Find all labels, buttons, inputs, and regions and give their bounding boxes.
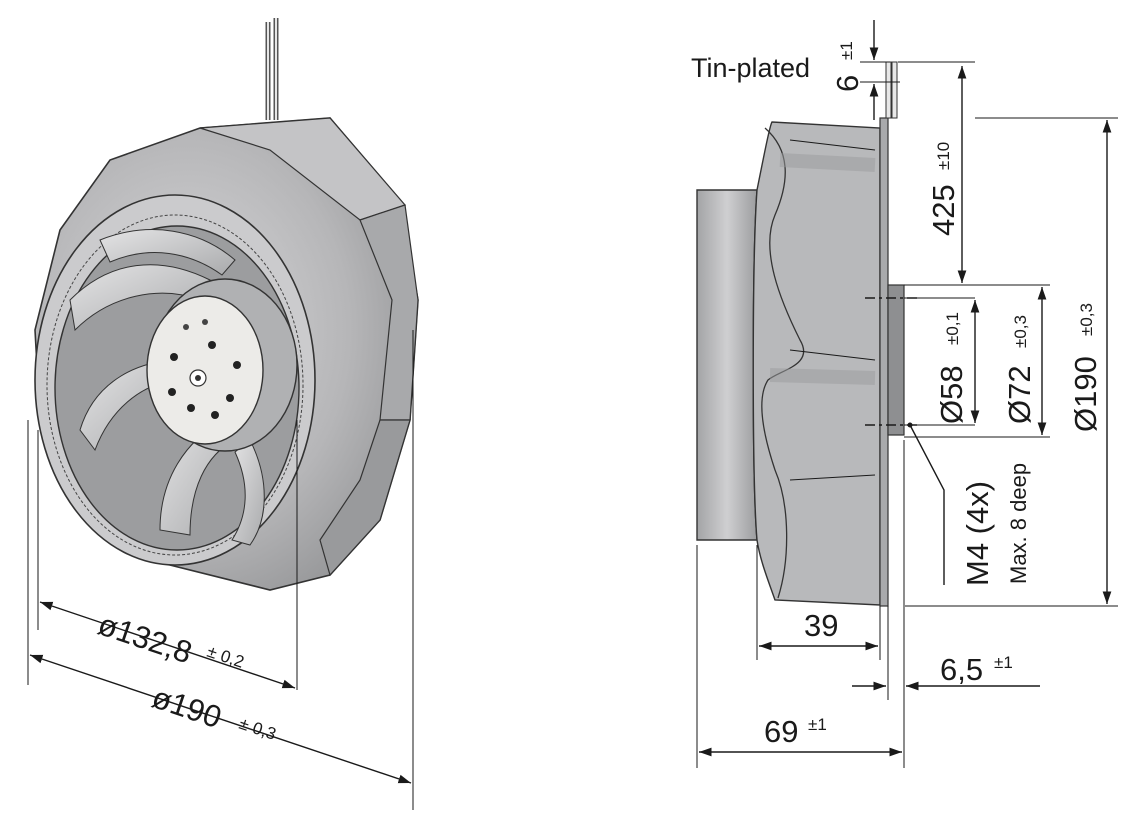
dim-lead-6-label: 6 bbox=[830, 75, 865, 92]
dim-d58-tolerance: ±0,1 bbox=[943, 312, 962, 345]
dim-d72-tolerance: ±0,3 bbox=[1011, 315, 1030, 348]
fan-side-view: Tin-plated 6 ±1 425 ±10 Ø58 ±0,1 Ø72 ±0,… bbox=[691, 20, 1118, 768]
dim-69-tolerance: ±1 bbox=[808, 715, 827, 734]
dim-d190-right-tolerance: ±0,3 bbox=[1077, 303, 1096, 336]
max-depth-label: Max. 8 deep bbox=[1006, 463, 1031, 584]
dim-d132-label: ø132,8 bbox=[94, 606, 197, 670]
dim-d190-left-label: ø190 bbox=[148, 679, 226, 735]
cable-leads-left bbox=[265, 18, 279, 120]
dim-d132-tolerance: ± 0,2 bbox=[205, 642, 247, 672]
dim-69-label: 69 bbox=[764, 714, 798, 749]
dim-6-5-label: 6,5 bbox=[940, 652, 983, 687]
dim-lead-6-tolerance: ±1 bbox=[837, 41, 856, 60]
m4-thread-label: M4 (4x) bbox=[960, 481, 995, 586]
dim-6-5-tolerance: ±1 bbox=[994, 653, 1013, 672]
dim-lead-425-tolerance: ±10 bbox=[934, 142, 953, 170]
dim-d72-label: Ø72 bbox=[1002, 365, 1037, 424]
fan-3d-view: ø132,8 ± 0,2 ø190 ± 0,3 bbox=[27, 18, 419, 810]
dim-d190-left-tolerance: ± 0,3 bbox=[237, 714, 279, 744]
dim-d190-right-label: Ø190 bbox=[1068, 356, 1103, 432]
hub bbox=[146, 278, 298, 452]
tin-plated-label: Tin-plated bbox=[691, 53, 810, 83]
cable-leads-right bbox=[885, 61, 898, 119]
dim-lead-425-label: 425 bbox=[926, 184, 961, 236]
dim-39-label: 39 bbox=[804, 608, 838, 643]
dim-d58-label: Ø58 bbox=[934, 365, 969, 424]
